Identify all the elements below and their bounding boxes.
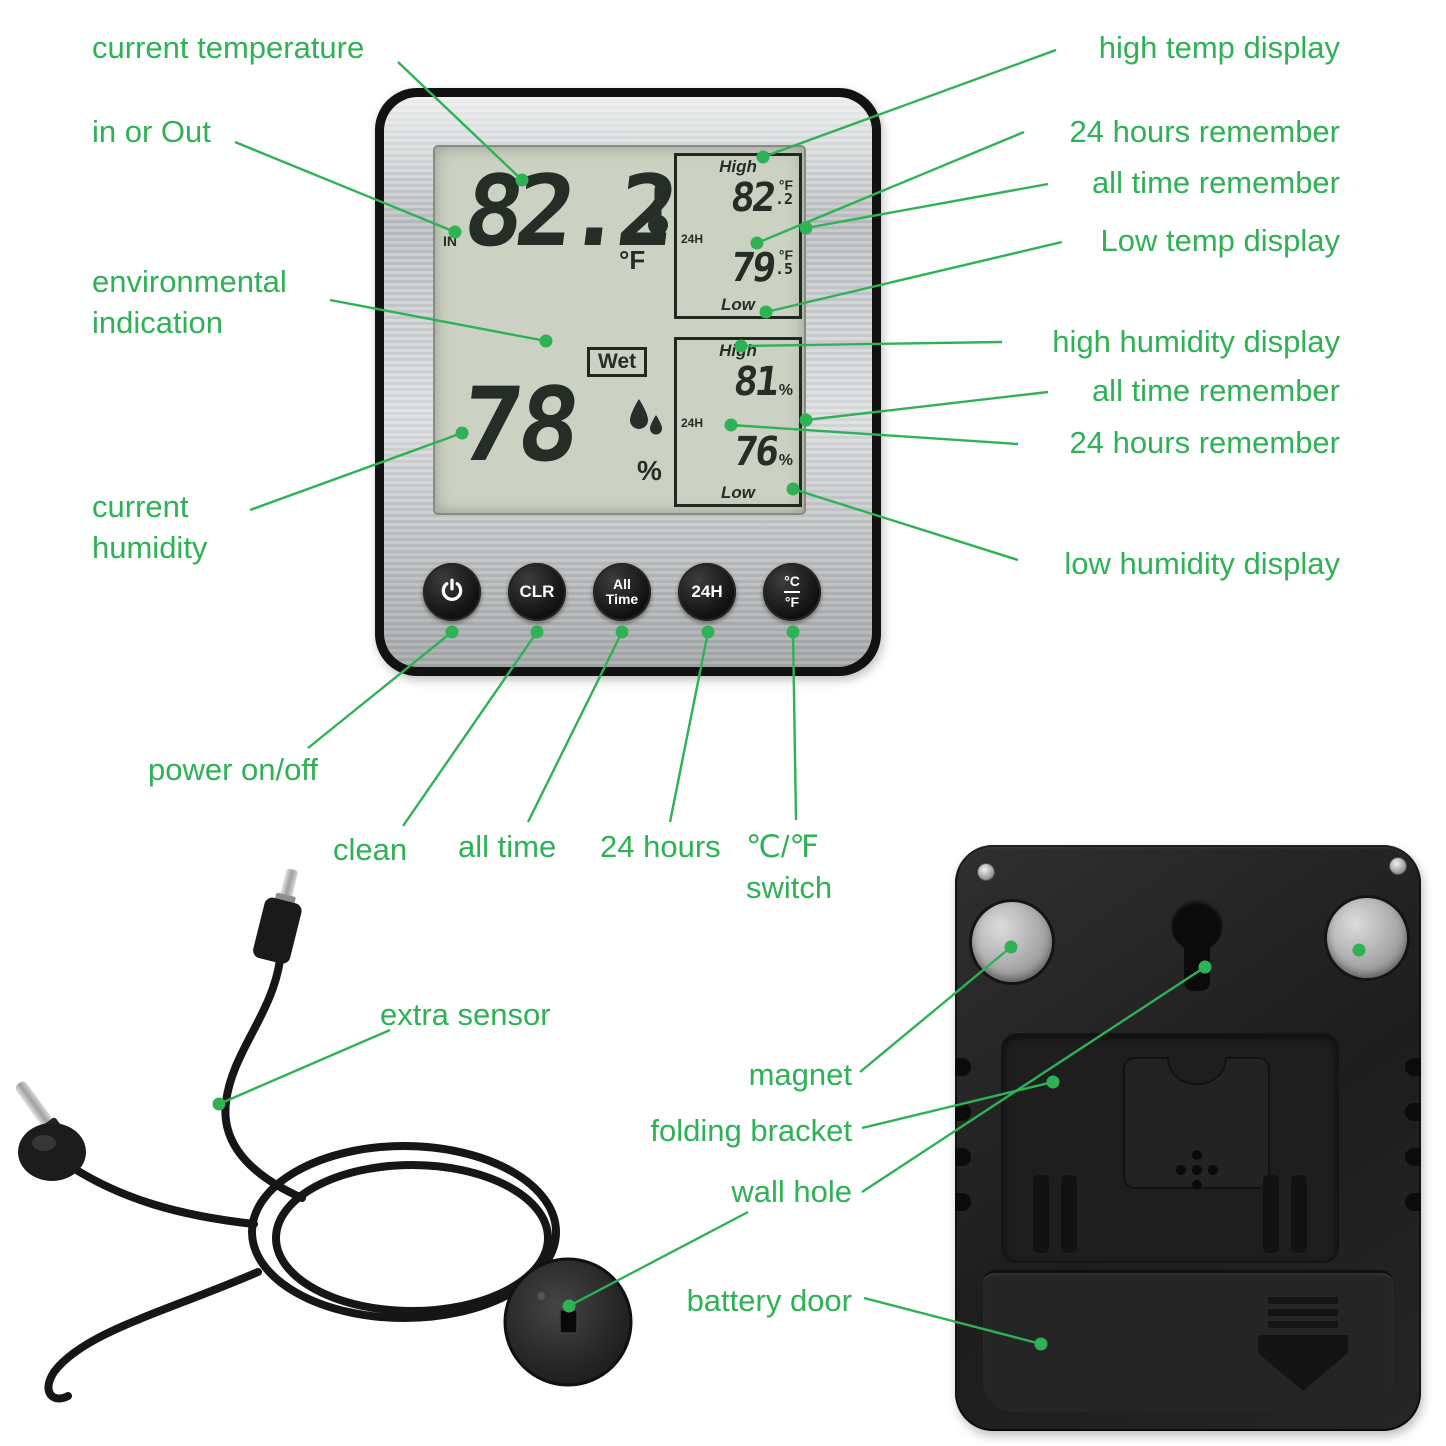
label-24-hours: 24 hours bbox=[600, 829, 721, 864]
label-cf-switch: ℃/℉ switch bbox=[746, 829, 833, 905]
sensor-plug bbox=[253, 868, 302, 964]
folding-bracket-recess bbox=[1001, 1033, 1339, 1263]
label-wall-hole: wall hole bbox=[731, 1174, 852, 1209]
label-high-temp-display: high temp display bbox=[1098, 30, 1340, 65]
label-current-humidity: current humidity bbox=[92, 489, 208, 565]
label-temp-24h-remember: 24 hours remember bbox=[1069, 114, 1340, 149]
grip-rib bbox=[1405, 1193, 1421, 1211]
sensor-probe bbox=[15, 1081, 86, 1181]
grip-rib bbox=[955, 1103, 971, 1121]
humidity-24h-indicator: 24H bbox=[681, 416, 704, 430]
grip-rib bbox=[955, 1193, 971, 1211]
humidity-high-label: High bbox=[719, 341, 757, 360]
power-button bbox=[423, 563, 481, 621]
thermometer-front: IN 82.2 °F High 82°F.2 24H 79°F.5 Low We… bbox=[375, 88, 881, 676]
grip-rib bbox=[1405, 1148, 1421, 1166]
thermometer-icon bbox=[645, 183, 671, 242]
temp-high-low-panel: High 82°F.2 24H 79°F.5 Low bbox=[674, 153, 802, 319]
temp-low-value: 79°F.5 bbox=[727, 245, 793, 291]
humidity-low-label: Low bbox=[721, 483, 755, 502]
clear-button: CLR bbox=[508, 563, 566, 621]
current-humidity-unit: % bbox=[637, 455, 662, 486]
label-battery-door: battery door bbox=[686, 1283, 852, 1318]
in-out-indicator: IN bbox=[443, 233, 457, 249]
current-temperature-unit: °F bbox=[619, 245, 646, 275]
grip-rib bbox=[1405, 1103, 1421, 1121]
humidity-high-low-panel: High 81% 24H 76% Low bbox=[674, 337, 802, 507]
environment-indicator: Wet bbox=[587, 347, 648, 377]
label-high-humidity-display: high humidity display bbox=[1052, 324, 1340, 359]
water-drops-icon bbox=[627, 397, 663, 448]
label-low-humidity-display: low humidity display bbox=[1064, 546, 1340, 581]
wall-hole-keyhole bbox=[1171, 899, 1223, 951]
leader-extra-sensor bbox=[212, 1028, 391, 1111]
temp-high-value: 82°F.2 bbox=[727, 175, 793, 221]
temp-24h-indicator: 24H bbox=[681, 232, 704, 246]
24h-button: 24H bbox=[678, 563, 736, 621]
cf-switch-button: °C°F bbox=[763, 563, 821, 621]
screw-icon bbox=[1389, 857, 1407, 875]
slide-arrow-icon bbox=[1258, 1297, 1348, 1391]
wall-hole-slot bbox=[1184, 943, 1210, 991]
divider bbox=[784, 591, 800, 593]
label-magnet: magnet bbox=[748, 1057, 852, 1092]
suction-cup bbox=[18, 1123, 86, 1181]
label-current-temperature: current temperature bbox=[92, 30, 365, 65]
wall-mount-disc bbox=[503, 1257, 633, 1387]
label-clean: clean bbox=[333, 832, 408, 867]
bracket-foot bbox=[1033, 1175, 1049, 1253]
bracket-foot bbox=[1061, 1175, 1077, 1253]
magnet-left bbox=[972, 902, 1052, 982]
grip-rib bbox=[955, 1058, 971, 1076]
bracket-foot bbox=[1263, 1175, 1279, 1253]
lcd-screen: IN 82.2 °F High 82°F.2 24H 79°F.5 Low We… bbox=[433, 145, 806, 515]
temp-low-label: Low bbox=[721, 295, 755, 314]
label-power-on-off: power on/off bbox=[148, 752, 319, 787]
thermometer-back bbox=[955, 845, 1421, 1431]
label-hum-alltime-remember: all time remember bbox=[1091, 373, 1340, 408]
bracket-foot bbox=[1291, 1175, 1307, 1253]
label-low-temp-display: Low temp display bbox=[1100, 223, 1340, 258]
label-temp-alltime-remember: all time remember bbox=[1091, 165, 1340, 200]
power-icon bbox=[439, 577, 465, 608]
grip-rib bbox=[955, 1148, 971, 1166]
magnet-right bbox=[1327, 898, 1407, 978]
label-environmental-indication: environmental indication bbox=[92, 264, 287, 340]
label-extra-sensor: extra sensor bbox=[380, 997, 551, 1032]
humidity-high-value: 81% bbox=[730, 359, 793, 405]
label-in-or-out: in or Out bbox=[92, 114, 211, 149]
screw-icon bbox=[977, 863, 995, 881]
grip-rib bbox=[1405, 1058, 1421, 1076]
current-humidity-value: 78 bbox=[453, 366, 584, 485]
label-all-time: all time bbox=[458, 829, 557, 864]
label-hum-24h-remember: 24 hours remember bbox=[1069, 425, 1340, 460]
battery-door bbox=[983, 1270, 1393, 1412]
temp-high-label: High bbox=[719, 157, 757, 176]
humidity-low-value: 76% bbox=[730, 429, 793, 475]
label-folding-bracket: folding bracket bbox=[650, 1113, 852, 1148]
